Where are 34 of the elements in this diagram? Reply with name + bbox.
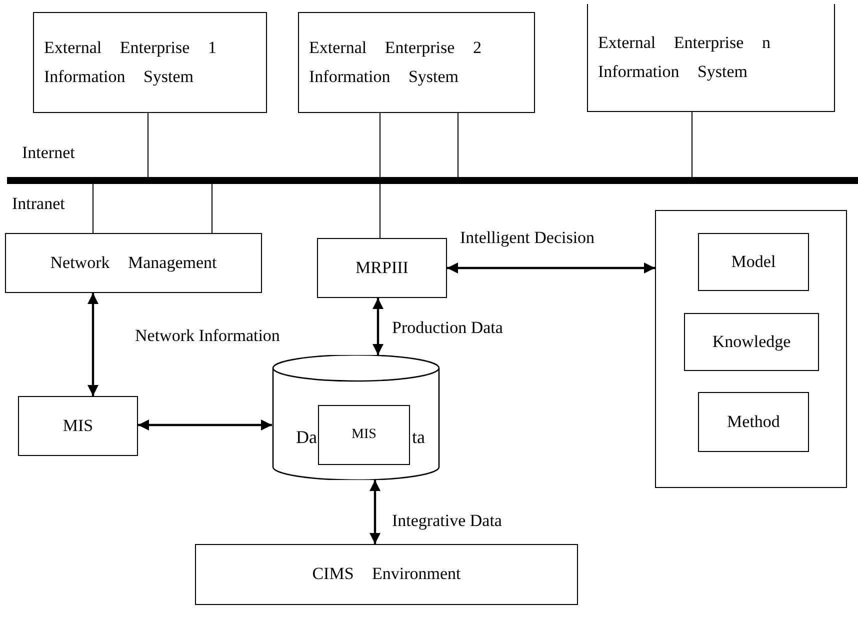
database-cylinder bbox=[272, 355, 440, 480]
text-box bbox=[298, 12, 535, 113]
process-box bbox=[5, 233, 262, 293]
node-text: MRPIII bbox=[356, 256, 408, 279]
node-text: Network Management bbox=[50, 252, 217, 274]
network-bus-bar bbox=[7, 177, 858, 184]
cylinder-text: ta bbox=[412, 427, 425, 448]
process-box bbox=[698, 392, 809, 452]
group-box bbox=[655, 210, 847, 488]
double-arrow bbox=[447, 262, 655, 274]
double-arrow bbox=[370, 480, 380, 544]
process-box bbox=[195, 544, 578, 605]
node-text: MIS bbox=[62, 414, 94, 437]
node-text: MIS bbox=[352, 426, 376, 444]
process-box bbox=[18, 396, 138, 456]
node-text: Model bbox=[731, 250, 776, 273]
double-arrow bbox=[138, 420, 272, 430]
node-text: Method bbox=[727, 410, 780, 433]
double-arrow bbox=[88, 293, 98, 396]
cylinder-text: Da bbox=[296, 427, 317, 448]
process-box bbox=[698, 233, 809, 291]
double-arrow bbox=[372, 298, 384, 355]
connector-line bbox=[92, 184, 94, 234]
node-text: CIMS Environment bbox=[312, 563, 461, 586]
process-box bbox=[317, 238, 447, 298]
edge-label: Intelligent Decision bbox=[460, 228, 595, 248]
text-box bbox=[33, 12, 267, 113]
process-box bbox=[684, 313, 819, 371]
node-text: Knowledge bbox=[712, 330, 791, 353]
node-text: External Enterprise n Information System bbox=[597, 32, 772, 83]
node-text: External Enterprise 2 Information System bbox=[308, 36, 482, 88]
process-box bbox=[318, 405, 410, 465]
text-box bbox=[587, 4, 835, 112]
node-text: External Enterprise 1 Information System bbox=[43, 36, 218, 88]
